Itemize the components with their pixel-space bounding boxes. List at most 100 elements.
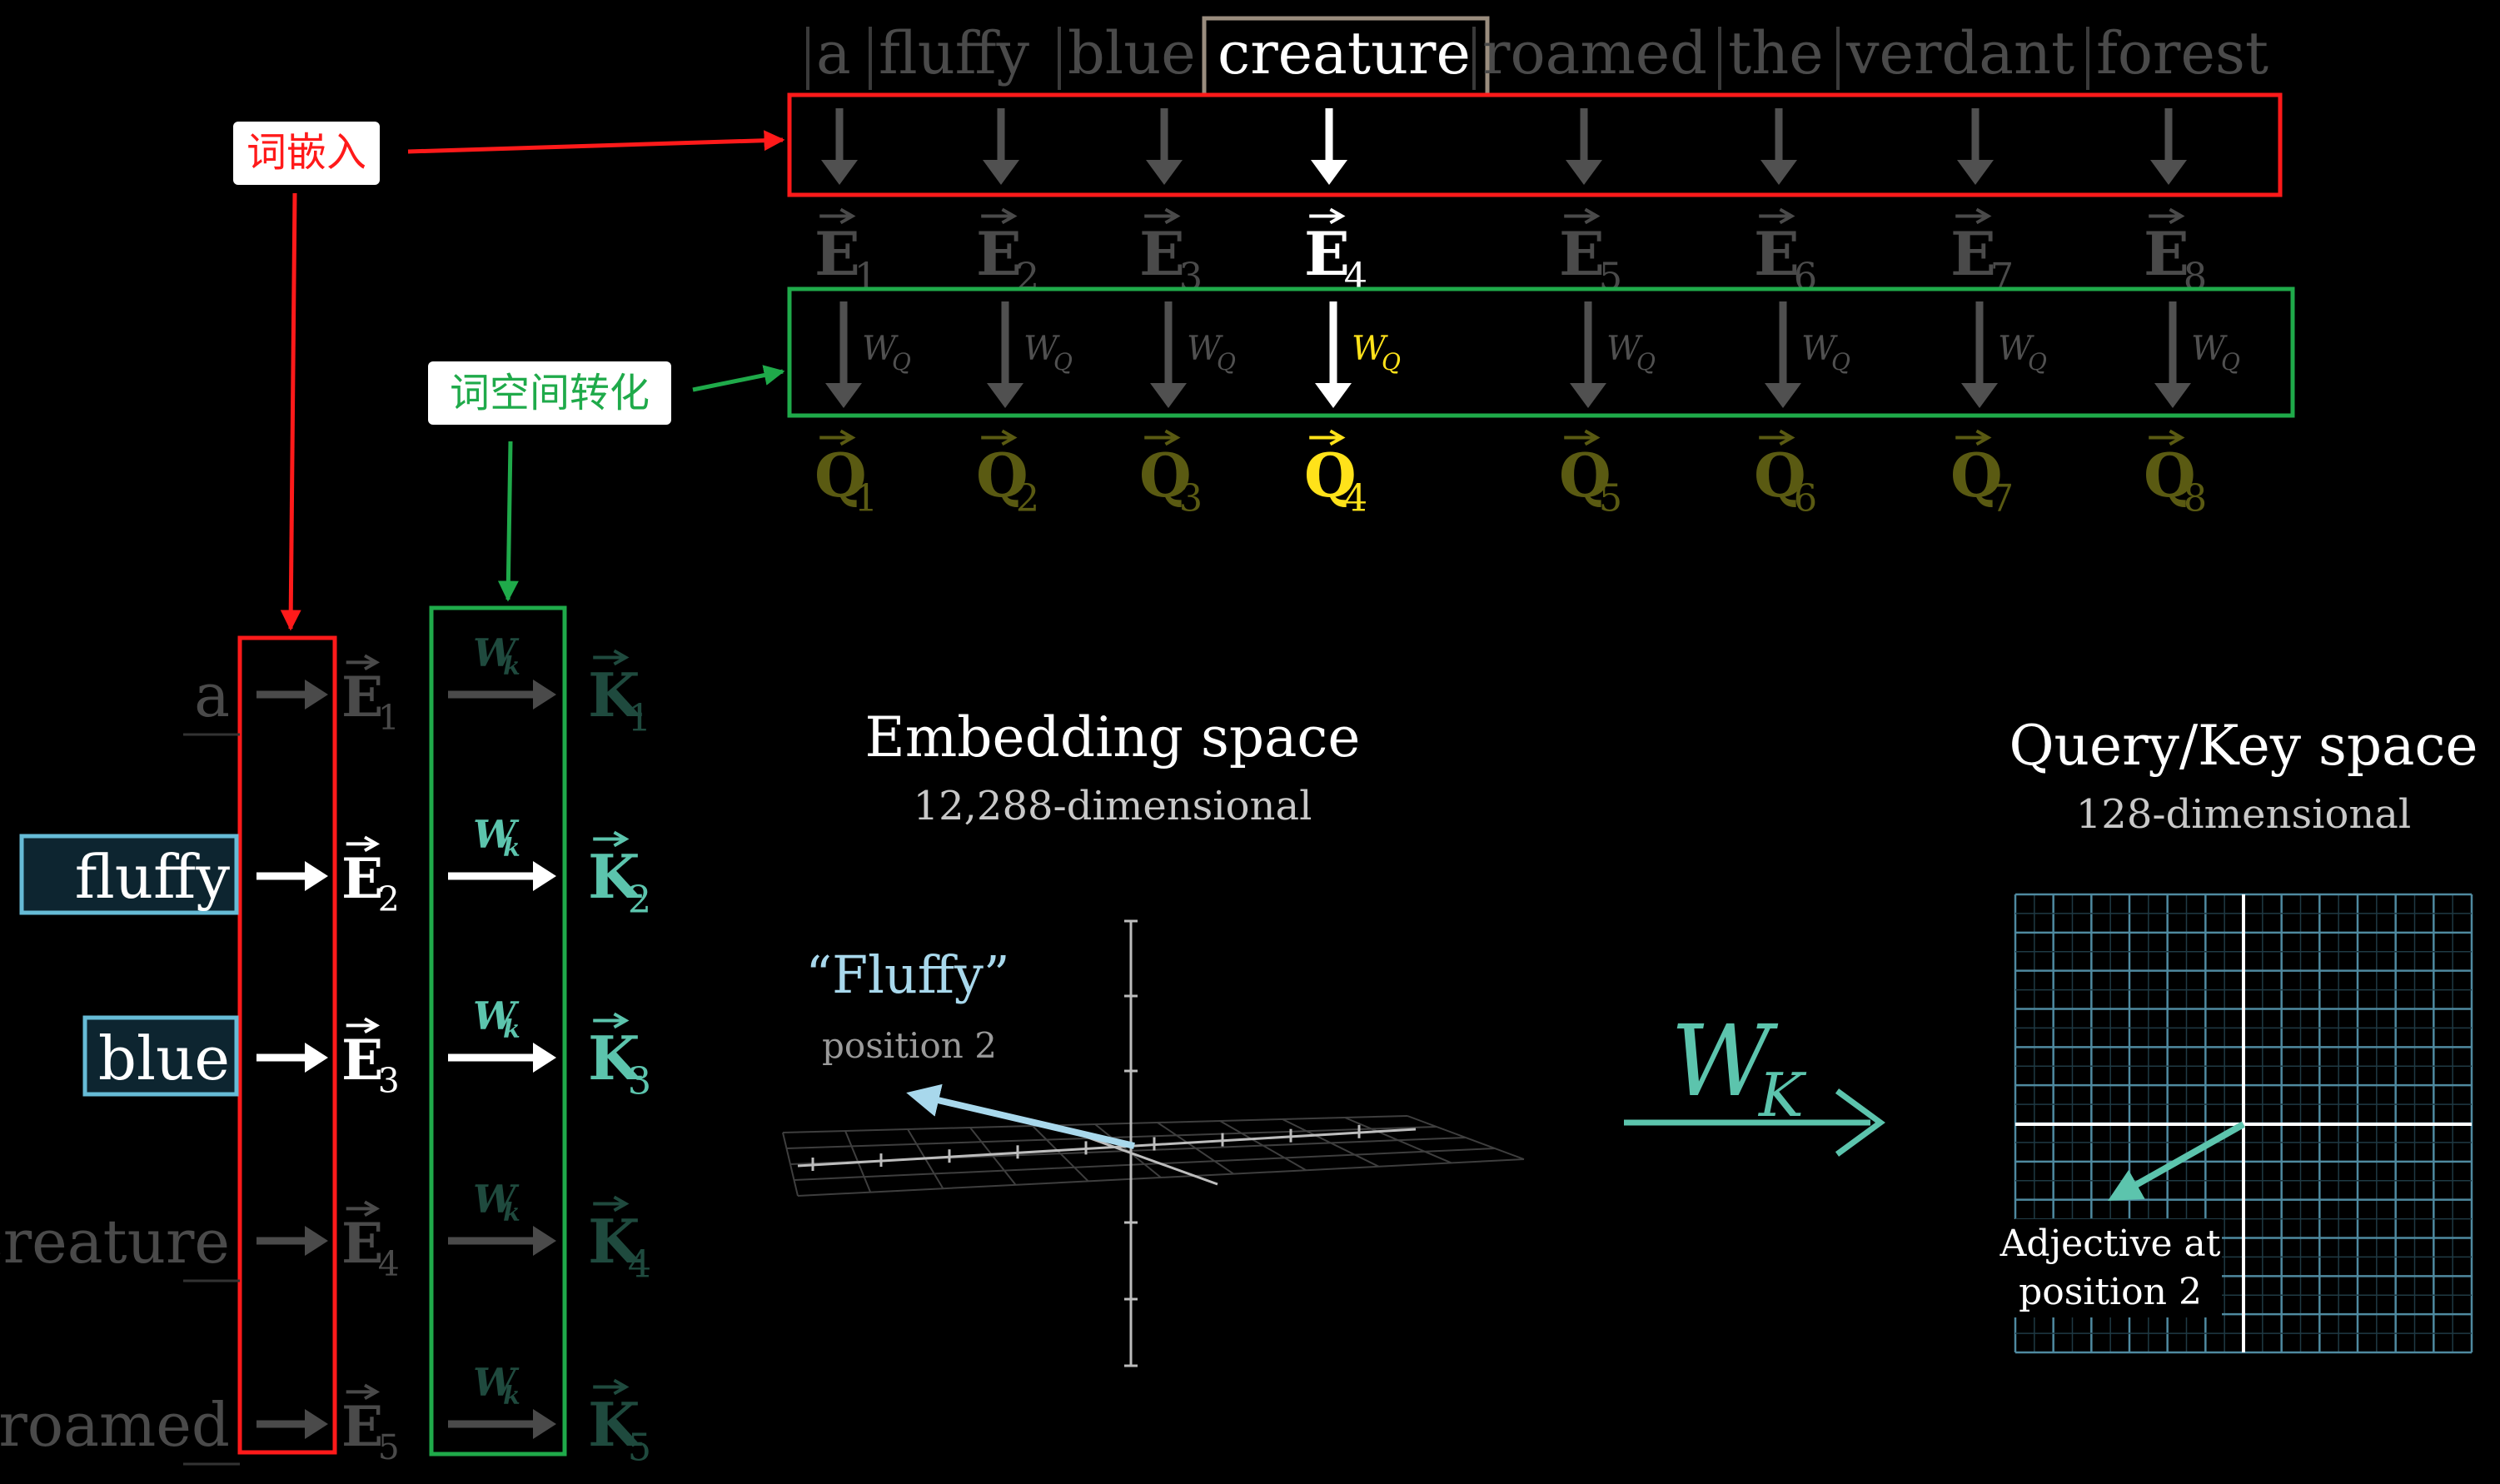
query-transform-arrow <box>1765 301 1801 408</box>
key-row-embedding-letter: E <box>341 1394 383 1459</box>
sentence-token: creature <box>1202 16 1490 97</box>
query-vector-label-sub: 6 <box>1794 476 1817 520</box>
query-vector-label-letter: Q <box>814 440 867 510</box>
embedding-vector-label-letter: E <box>814 218 860 289</box>
key-matrix-letter: W <box>473 630 520 675</box>
query-key-space-subtitle: 128-dimensional <box>2076 791 2412 838</box>
key-row-key-letter: K <box>588 1206 642 1277</box>
key-rows: aE1WkK1fluffyE2WkK2blueE3WkK3creatureE4W… <box>0 630 651 1469</box>
key-row: roamed E5 Wk K5 <box>0 1360 651 1469</box>
fluffy-vector-label: “Fluffy” <box>805 944 1009 1005</box>
query-matrix-label: WQ <box>1801 330 1850 376</box>
sentence-token-text: roamed <box>1482 19 1707 87</box>
key-row-word: roamed <box>0 1390 230 1460</box>
embedding-space-subtitle: 12,288-dimensional <box>914 783 1312 829</box>
key-row-transform-arrow <box>448 1043 556 1073</box>
query-vector-label-sub: 5 <box>1599 476 1622 520</box>
embedding-vector-label-letter: E <box>2144 218 2189 289</box>
sentence-token: the <box>1718 19 1824 90</box>
query-vector-label: Q1 <box>814 429 878 520</box>
embedding-vector-label-letter: E <box>1754 218 1800 289</box>
key-matrix-label: Wk <box>473 1360 520 1411</box>
arrow-transform-to-left <box>497 441 519 602</box>
embedding-vector-label: E8 <box>2144 207 2207 298</box>
query-vector-label-letter: Q <box>1304 440 1357 510</box>
embedding-vector-label: E1 <box>814 207 878 298</box>
query-vector-label-sub: 8 <box>2184 476 2207 520</box>
fluffy-vector-sublabel: position 2 <box>822 1025 997 1066</box>
key-matrix-sub: k <box>503 834 520 863</box>
query-vector-label-letter: Q <box>1139 440 1192 510</box>
embedding-vector-label-letter: E <box>1304 218 1350 289</box>
key-row-embedding-letter: E <box>341 1211 383 1276</box>
embedding-vector-label: E4 <box>1304 207 1367 298</box>
query-matrix-label: WQ <box>1606 330 1656 376</box>
query-matrix-sub: Q <box>2221 348 2240 376</box>
embedding-vector-label-letter: E <box>1950 218 1996 289</box>
embedding-arrow <box>1957 108 1994 185</box>
sentence-token: a <box>806 19 851 90</box>
sentence-token-text: forest <box>2096 19 2268 87</box>
embedding-vector-label-sub: 1 <box>854 255 878 298</box>
query-matrix-letter: W <box>1801 330 1838 368</box>
key-matrix-label: Wk <box>473 993 520 1044</box>
key-row-embed-arrow <box>256 1226 328 1256</box>
query-vector-label-letter: Q <box>1754 440 1806 510</box>
sentence-token: fluffy <box>869 19 1030 90</box>
query-vector-label-sub: 1 <box>854 476 878 520</box>
key-row-key-letter: K <box>588 660 642 730</box>
sentence-token-text: a <box>816 19 851 87</box>
plane-grid-line <box>794 1148 1496 1181</box>
key-row-embedding: E3 <box>341 1017 400 1101</box>
embedding-box <box>787 92 2283 197</box>
label-space-transform-text: 词空间转化 <box>450 370 650 416</box>
query-matrix-label: WQ <box>1998 330 2047 376</box>
key-row-embedding: E4 <box>341 1200 400 1284</box>
query-matrix-sub: Q <box>892 348 911 376</box>
key-matrix-label: Wk <box>473 812 520 863</box>
key-row-embedding: E2 <box>341 835 400 919</box>
arrow-embedding-to-left <box>280 192 301 631</box>
query-matrix-letter: W <box>862 330 899 368</box>
key-row-key: K3 <box>588 1012 651 1103</box>
adjective-label-bg <box>2002 1219 2222 1317</box>
key-row-word: fluffy <box>75 842 231 912</box>
embedding-arrow <box>2150 108 2187 185</box>
key-row-word: creature <box>0 1207 230 1277</box>
key-row-key: K5 <box>588 1378 651 1469</box>
arrow-embedding-to-top <box>407 130 785 154</box>
query-transform-arrow <box>2154 301 2191 408</box>
key-row-key-letter: K <box>588 841 642 912</box>
key-row-embedding-sub: 5 <box>378 1427 400 1467</box>
query-matrix-sub: Q <box>2028 348 2047 376</box>
embedding-vector-label-sub: 8 <box>2184 255 2207 298</box>
query-vector-label: Q4 <box>1304 429 1367 520</box>
embedding-arrow <box>1566 108 1602 185</box>
query-vector-label-sub: 3 <box>1179 476 1203 520</box>
key-row-transform-arrow <box>448 680 556 710</box>
query-matrix-letter: W <box>1352 330 1388 368</box>
query-vector-label-letter: Q <box>1559 440 1611 510</box>
key-matrix-letter: W <box>473 1177 520 1222</box>
query-vector-label-letter: Q <box>1950 440 2003 510</box>
key-row-word: a <box>194 660 230 730</box>
sentence-token-text: blue <box>1068 19 1196 87</box>
key-matrix-label: Wk <box>473 630 520 681</box>
sentence-token-text: creature <box>1218 19 1471 87</box>
key-row-embedding-sub: 2 <box>378 879 400 919</box>
embedding-arrow <box>1146 108 1183 185</box>
key-matrix-letter: W <box>473 993 520 1038</box>
key-row-key: K4 <box>588 1195 651 1286</box>
query-transform-box <box>787 286 2295 418</box>
embedding-vector-label-letter: E <box>976 218 1022 289</box>
embedding-vector-label: E7 <box>1950 207 2014 298</box>
sentence-token-text: verdant <box>1845 19 2074 87</box>
query-matrix-letter: W <box>1023 330 1060 368</box>
embedding-vector-label-sub: 2 <box>1016 255 1039 298</box>
sentence-token: roamed <box>1472 19 1707 90</box>
query-matrix-sub: Q <box>1217 348 1236 376</box>
plane-grid-line <box>782 1115 1408 1133</box>
